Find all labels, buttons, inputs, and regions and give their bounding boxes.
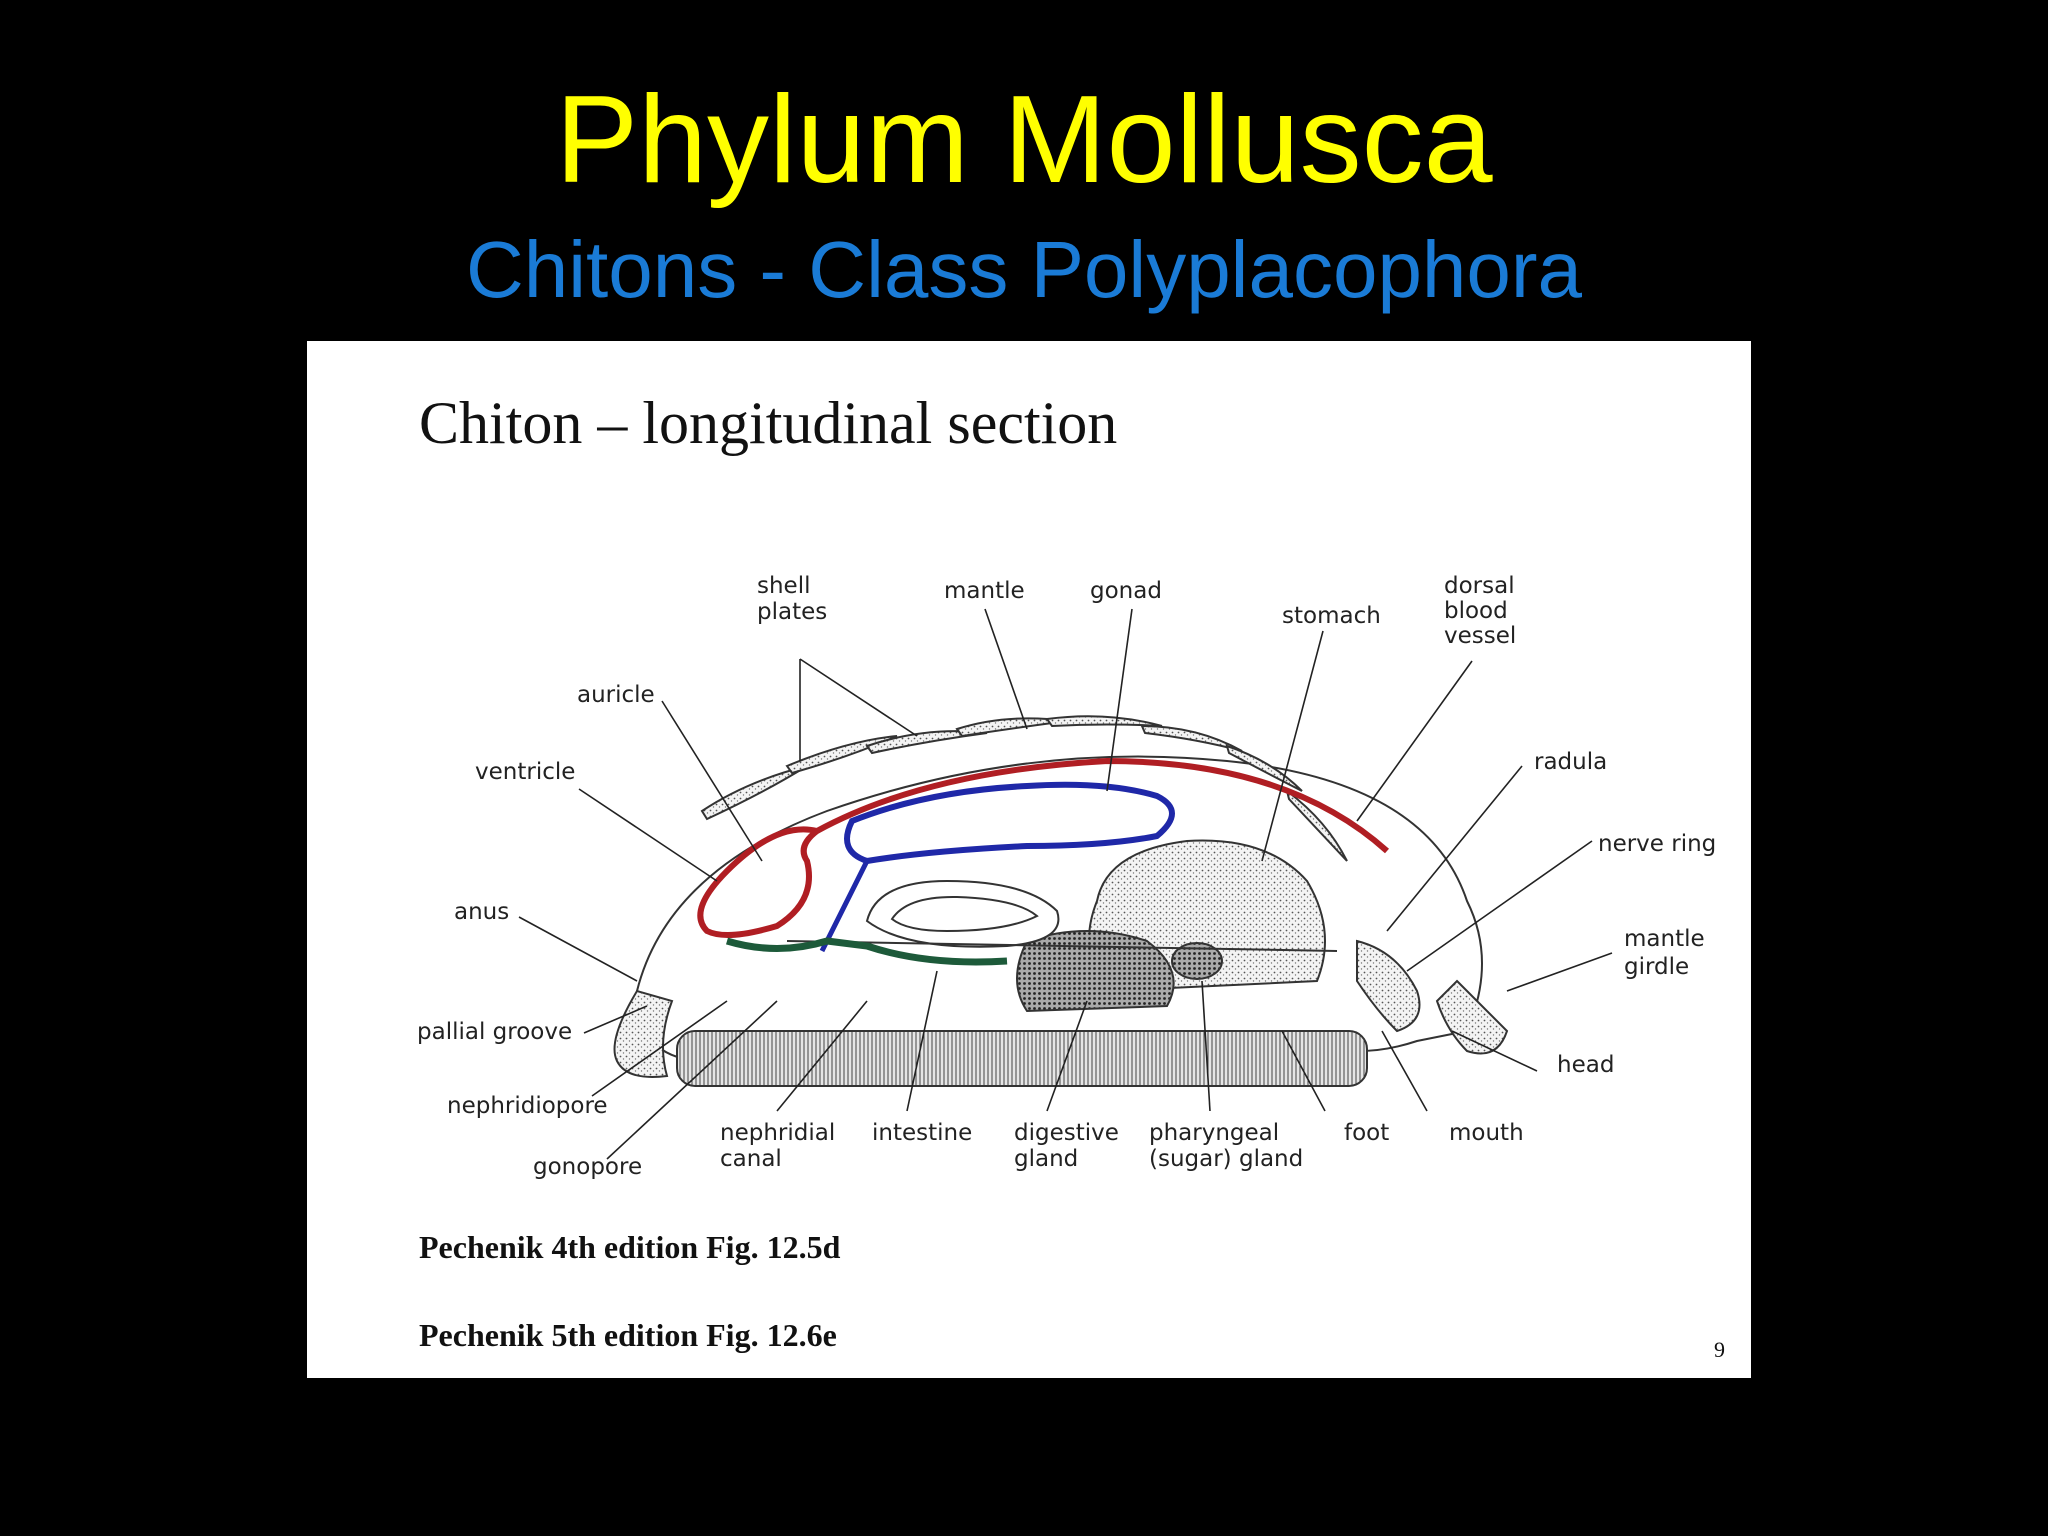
- nephridium: [725, 937, 1008, 966]
- label-head: head: [1557, 1052, 1614, 1078]
- label-anus: anus: [454, 899, 509, 925]
- label-ventricle: ventricle: [475, 759, 575, 785]
- label-gonad: gonad: [1090, 578, 1162, 604]
- digestive-gland: [1016, 930, 1175, 1013]
- slide-subtitle: Chitons - Class Polyplacophora: [465, 225, 1583, 314]
- label-nephridial-canal-2: canal: [720, 1146, 782, 1172]
- label-intestine: intestine: [872, 1120, 972, 1146]
- mantle-girdle-left: [613, 989, 674, 1078]
- heart: [697, 826, 824, 938]
- dorsal-blood-vessel: [815, 757, 1390, 854]
- reference-5th-edition: Pechenik 5th edition Fig. 12.6e: [419, 1317, 837, 1353]
- page-number: 9: [1714, 1337, 1725, 1362]
- figure-title: Chiton – longitudinal section: [419, 390, 1118, 456]
- label-shell-plates-1: shell: [757, 573, 811, 599]
- mantle-girdle-right: [1435, 979, 1509, 1055]
- label-auricle: auricle: [577, 682, 655, 708]
- head: [1356, 939, 1421, 1033]
- label-pharyngeal-gland-2: (sugar) gland: [1149, 1146, 1303, 1172]
- label-foot: foot: [1344, 1120, 1389, 1146]
- label-dorsal-2: blood: [1444, 598, 1508, 624]
- label-mantle-girdle-2: girdle: [1624, 954, 1689, 980]
- leader-lines: [518, 608, 1613, 1160]
- label-pallial-groove: pallial groove: [417, 1019, 572, 1045]
- label-shell-plates-2: plates: [757, 599, 827, 625]
- label-nephridial-canal-1: nephridial: [720, 1120, 835, 1146]
- intestine: [865, 879, 1060, 948]
- label-radula: radula: [1534, 749, 1607, 775]
- figure-panel: Chiton – longitudinal section: [307, 341, 1751, 1378]
- slide-title: Phylum Mollusca: [555, 71, 1493, 209]
- reference-4th-edition: Pechenik 4th edition Fig. 12.5d: [419, 1229, 841, 1265]
- label-mouth: mouth: [1449, 1120, 1524, 1146]
- label-digestive-gland-2: gland: [1014, 1146, 1078, 1172]
- chiton-section-diagram: shell plates mantle gonad stomach dorsal…: [417, 573, 1716, 1180]
- foot: [676, 1030, 1368, 1087]
- pharyngeal-gland: [1171, 942, 1223, 980]
- label-mantle: mantle: [944, 578, 1025, 604]
- label-nephridiopore: nephridiopore: [447, 1093, 608, 1119]
- gonad-duct: [819, 859, 870, 953]
- label-dorsal-1: dorsal: [1444, 573, 1515, 599]
- label-mantle-girdle-1: mantle: [1624, 926, 1705, 952]
- gonad: [844, 781, 1175, 865]
- label-dorsal-3: vessel: [1444, 623, 1516, 649]
- label-stomach: stomach: [1282, 603, 1381, 629]
- label-gonopore: gonopore: [533, 1154, 642, 1180]
- label-nerve-ring: nerve ring: [1598, 831, 1716, 857]
- label-pharyngeal-gland-1: pharyngeal: [1149, 1120, 1279, 1146]
- label-digestive-gland-1: digestive: [1014, 1120, 1119, 1146]
